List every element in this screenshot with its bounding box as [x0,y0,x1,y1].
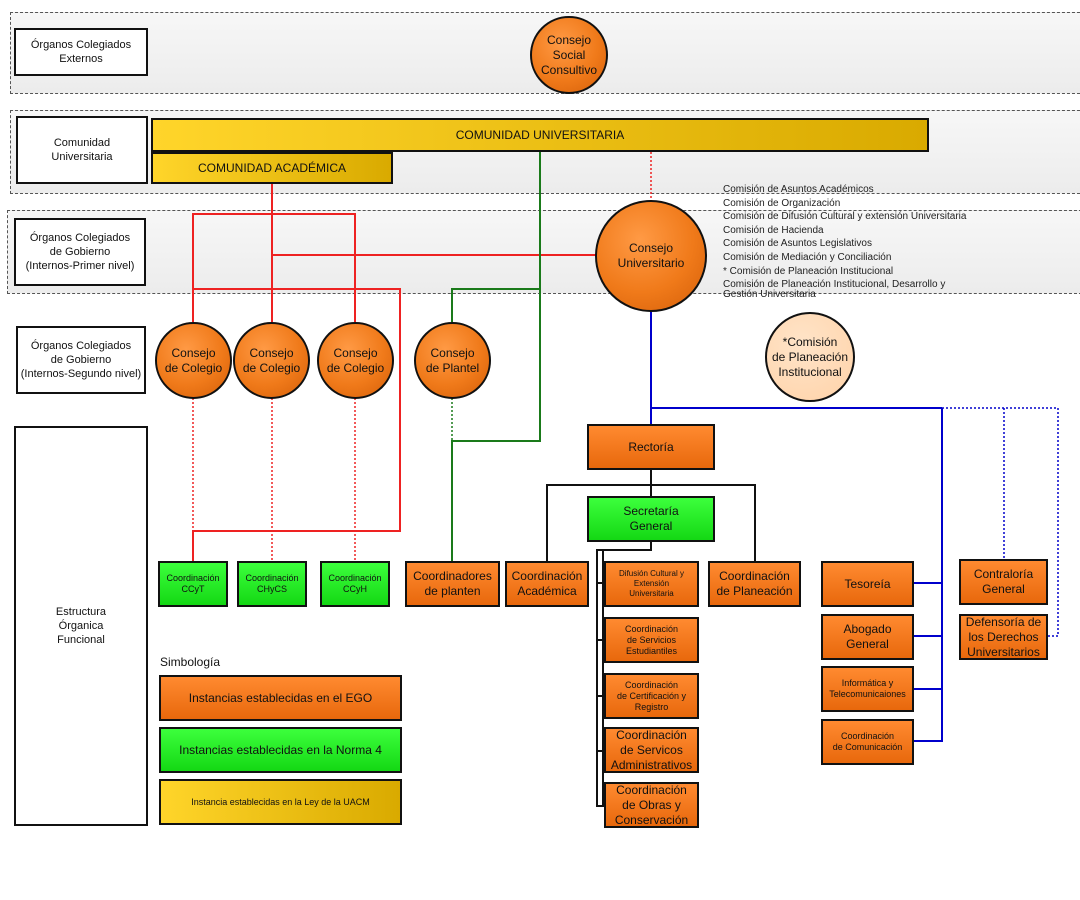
comision-item: Comisión de Mediación y Conciliación [723,251,892,263]
red-dotted-connectors [192,152,652,561]
red-connectors [192,184,597,561]
tesoreria: Tesoreía [821,561,914,607]
coordinacion-ccyt: Coordinación CCyT [158,561,228,607]
comision-planeacion-institucional: *Comisión de Planeación Institucional [765,312,855,402]
legend-title: Simbología [160,655,221,669]
coordinacion-servicios-administrativos: Coordinación de Servicos Administrativos [604,727,699,773]
comision-item: Comisión de Difusión Cultural y extensió… [723,211,967,223]
coordinacion-academica: Coordinación Académica [505,561,589,607]
coordinacion-certificacion: Coordinación de Certificación y Registro [604,673,699,719]
blue-connectors [650,310,943,742]
row-label-gobierno-segundo: Órganos Colegiados de Gobierno (Internos… [16,326,146,394]
comision-item: Comisión de Planeación Institucional, De… [723,279,946,291]
comision-item: Gestión Universitaria [723,288,816,300]
consejo-plantel: Consejo de Plantel [414,322,491,399]
row-label-estructura: Estructura Órganica Funcional [14,426,148,826]
consejo-colegio-3: Consejo de Colegio [317,322,394,399]
informatica-telecomunicaciones: Informática y Telecomunicaiones [821,666,914,712]
legend-ego: Instancias establecidas en el EGO [159,675,402,721]
legend-ley: Instancia establecidas en la Ley de la U… [159,779,402,825]
blue-dotted-connectors [942,407,1059,637]
black-connectors [546,469,756,807]
coordinacion-obras: Coordinación de Obras y Conservación [604,782,699,828]
consejo-colegio-2: Consejo de Colegio [233,322,310,399]
green-connectors [451,152,541,561]
row-label-comunidad: Comunidad Universitaria [16,116,148,184]
row-label-externos: Órganos Colegiados Externos [14,28,148,76]
rectoria: Rectoría [587,424,715,470]
coordinadores-de-planteles: Coordinadores de planten [405,561,500,607]
coordinacion-servicios-estudiantiles: Coordinación de Servicios Estudiantiles [604,617,699,663]
comision-item: Comisión de Asuntos Académicos [723,184,874,195]
contraloria-general: Contraloría General [959,559,1048,605]
defensoria-derechos: Defensoría de los Derechos Universitario… [959,614,1048,660]
legend-norma4: Instancias establecidas en la Norma 4 [159,727,402,773]
comunidad-academica: COMUNIDAD ACADÉMICA [151,152,393,184]
row-label-gobierno-primer: Órganos Colegiados de Gobierno (Internos… [14,218,146,286]
consejo-social-consultivo: Consejo Social Consultivo [530,16,608,94]
comision-item: * Comisión de Planeación Institucional [723,265,894,277]
secretaria-general: Secretaría General [587,496,715,542]
comision-item: Comisión de Organización [723,197,841,209]
abogado-general: Abogado General [821,614,914,660]
coordinacion-ccyh: Coordinación CCyH [320,561,390,607]
coordinacion-chycs: Coordinación CHyCS [237,561,307,607]
comisiones-list: Comisión de Asuntos Académicos Comisión … [723,183,966,301]
comunidad-universitaria: COMUNIDAD UNIVERSITARIA [151,118,929,152]
consejo-universitario: Consejo Universitario [595,200,707,312]
difusion-cultural: Difusión Cultural y Extensión Universita… [604,561,699,607]
coordinacion-comunicacion: Coordinación de Comunicación [821,719,914,765]
band-gobierno [7,210,1080,294]
consejo-colegio-1: Consejo de Colegio [155,322,232,399]
coordinacion-planeacion: Coordinación de Planeación [708,561,801,607]
comision-item: Comisión de Hacienda [723,224,824,236]
comision-item: Comisión de Asuntos Legislativos [723,238,872,250]
